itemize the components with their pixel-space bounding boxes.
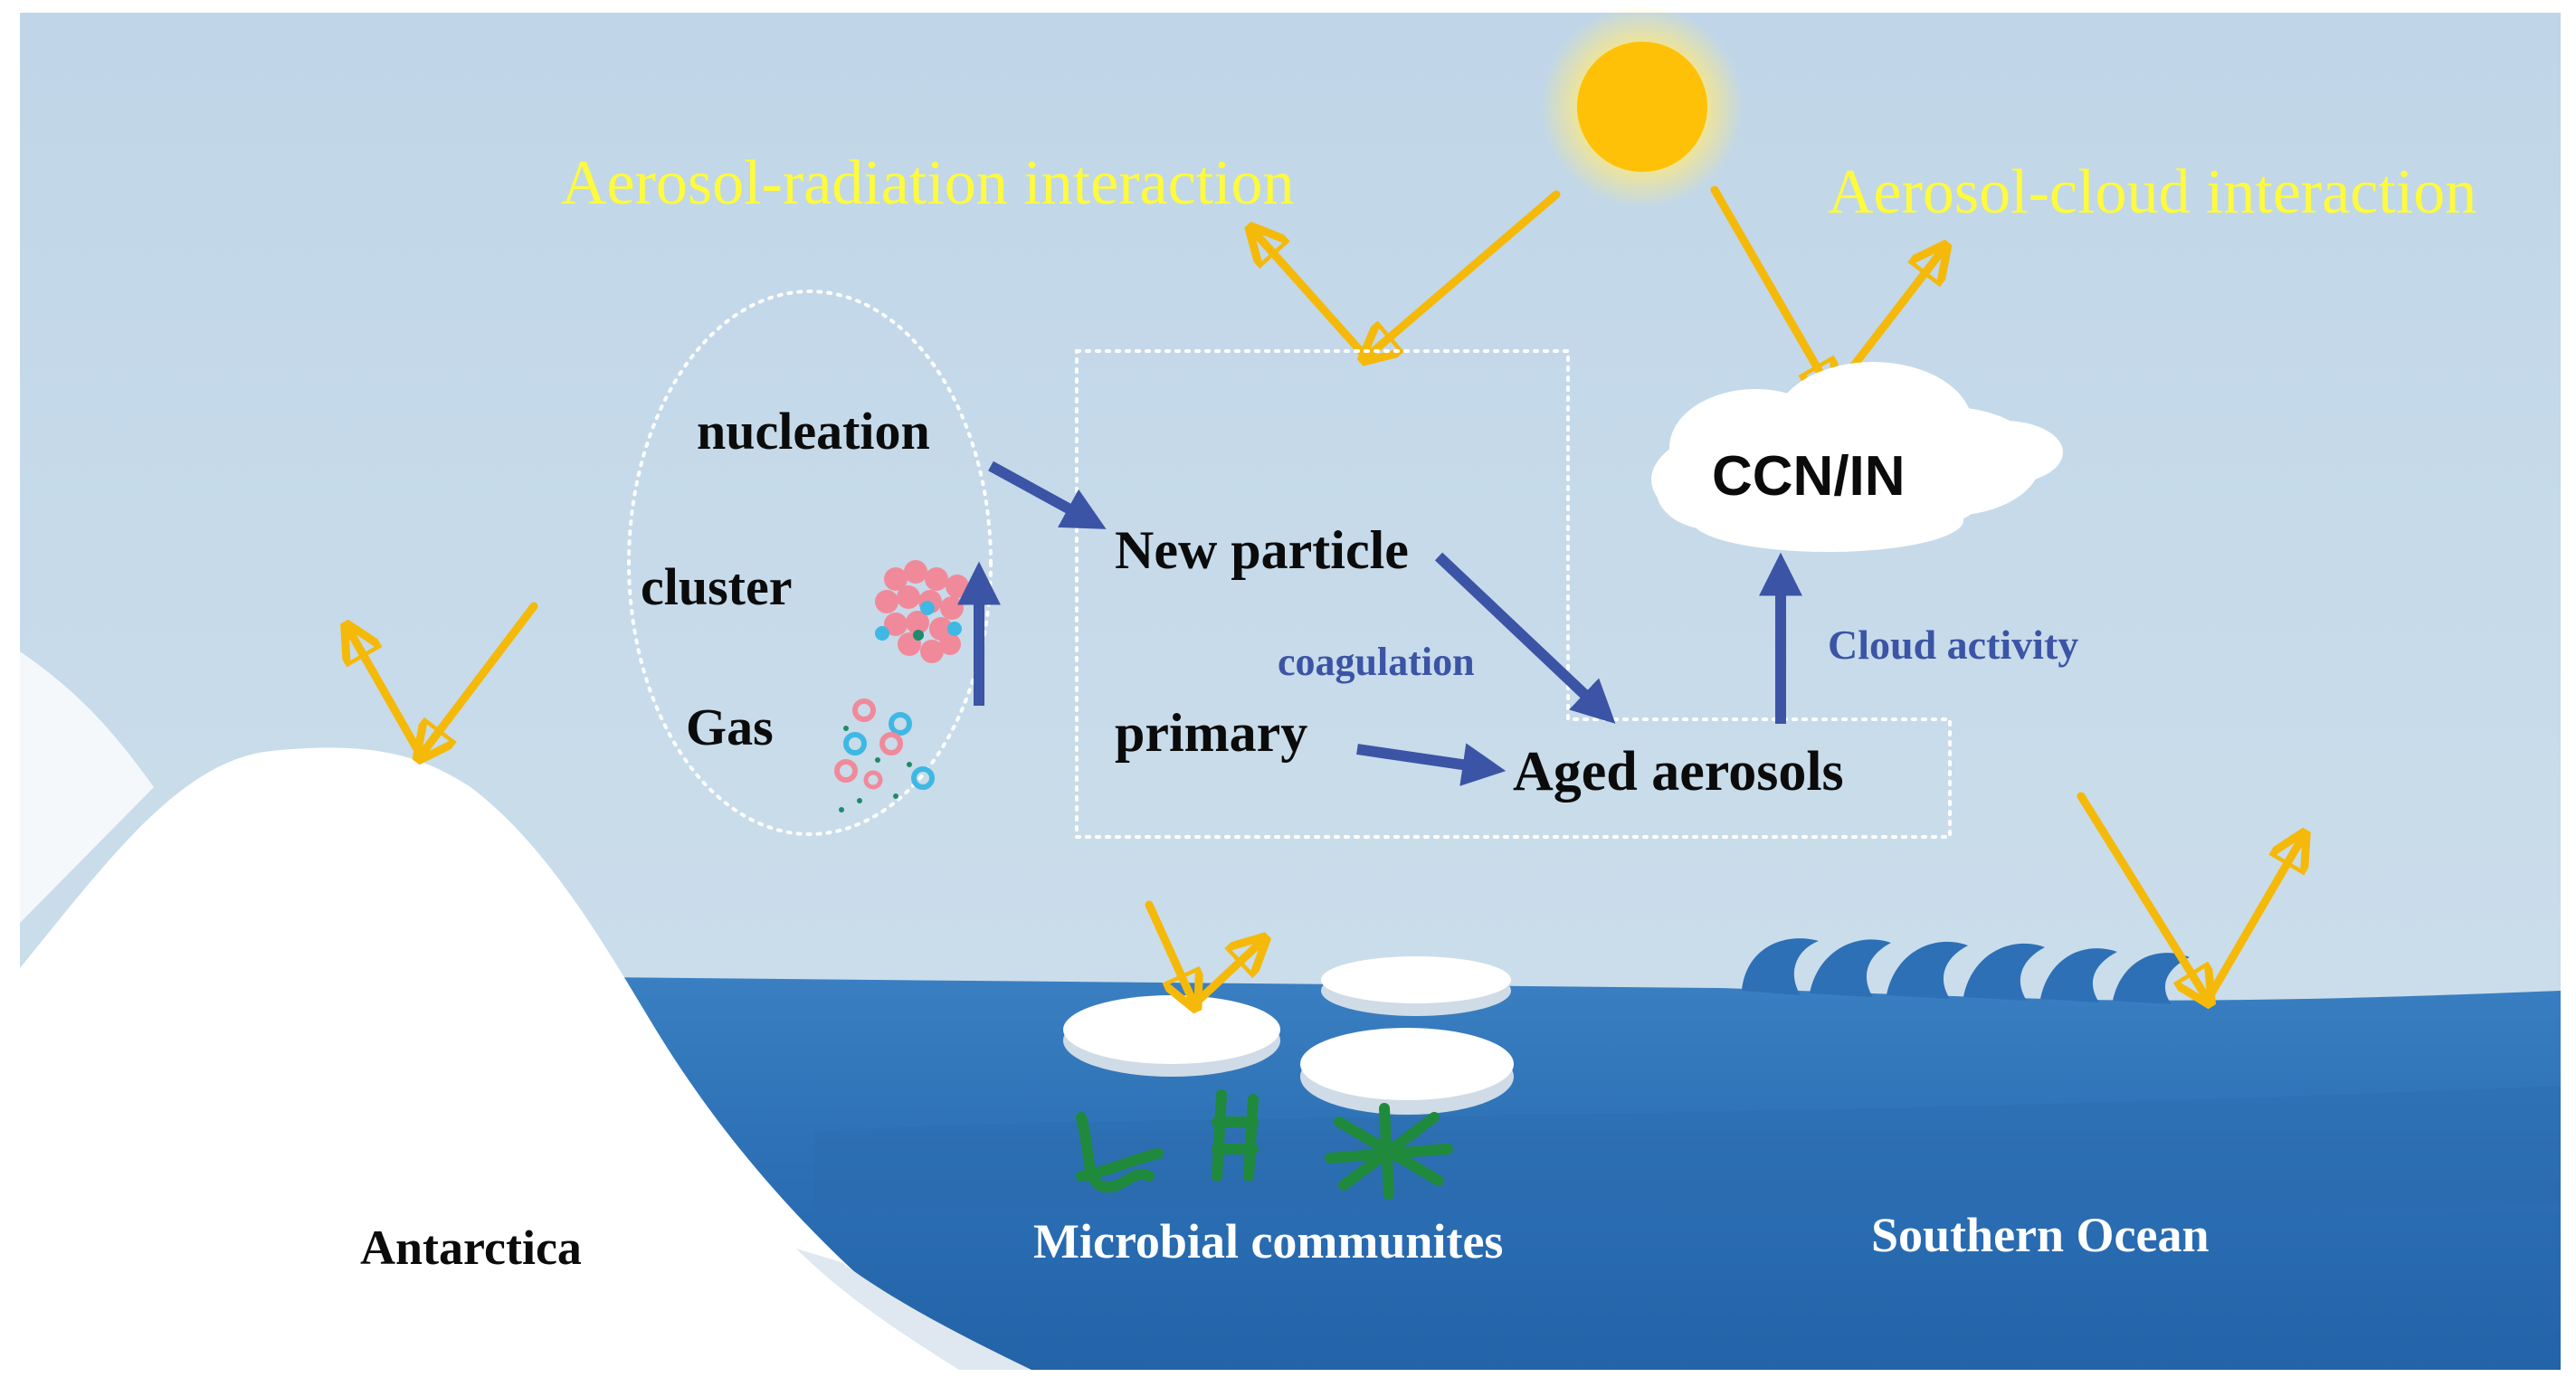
label-microbial-communities: Microbial communites bbox=[1033, 1214, 1504, 1268]
distant-mountain bbox=[20, 651, 154, 923]
arrow-primary-to-aged bbox=[1356, 743, 1507, 786]
ray-scatter-aerosols bbox=[1253, 231, 1371, 362]
waves bbox=[1742, 938, 2190, 1004]
antarctica-shadow bbox=[796, 1249, 1031, 1370]
ray-reflect-ice-sheet bbox=[348, 629, 425, 760]
flow-arrows bbox=[957, 461, 1802, 786]
label-coagulation: coagulation bbox=[1278, 640, 1475, 684]
ray-to-ice-sheet bbox=[421, 602, 538, 755]
ray-sun-to-cloud bbox=[1710, 185, 1832, 394]
aerosol-box bbox=[1075, 349, 1952, 839]
label-aerosol-cloud: Aerosol-cloud interaction bbox=[1828, 157, 2477, 227]
label-aerosol-radiation: Aerosol-radiation interaction bbox=[561, 148, 1295, 218]
ocean-shade bbox=[814, 1086, 2561, 1216]
ray-reflect-floe bbox=[1190, 941, 1262, 1009]
sea-ice-floes bbox=[1063, 956, 1514, 1115]
cloud bbox=[1651, 362, 2063, 552]
label-gas: Gas bbox=[686, 698, 774, 756]
label-nucleation: nucleation bbox=[697, 402, 930, 461]
cluster-particles bbox=[875, 560, 969, 663]
label-southern-ocean: Southern Ocean bbox=[1871, 1208, 2210, 1262]
label-cluster: cluster bbox=[641, 557, 793, 616]
ocean bbox=[597, 977, 2561, 1370]
antarctica-ice-sheet bbox=[20, 747, 986, 1370]
radiation-rays bbox=[348, 185, 2303, 1009]
ray-reflect-ocean bbox=[2203, 837, 2303, 1004]
arrow-nucleation-to-new-particle bbox=[988, 461, 1107, 529]
ray-to-ocean bbox=[2077, 792, 2208, 1000]
microbe-icons bbox=[1076, 1089, 1453, 1200]
label-cloud-activity: Cloud activity bbox=[1828, 622, 2079, 668]
label-new-particle: New particle bbox=[1115, 520, 1409, 580]
gas-particles bbox=[834, 698, 935, 812]
ray-to-floe bbox=[1145, 900, 1194, 1004]
ray-sun-to-aerosols bbox=[1366, 190, 1561, 357]
label-antarctica: Antarctica bbox=[360, 1221, 582, 1275]
label-ccn-in: CCN/IN bbox=[1712, 445, 1906, 508]
label-primary: primary bbox=[1115, 703, 1308, 763]
arrow-new-particle-to-aged bbox=[1434, 552, 1616, 724]
sun bbox=[1577, 42, 1707, 172]
label-aged-aerosols: Aged aerosols bbox=[1513, 741, 1844, 803]
